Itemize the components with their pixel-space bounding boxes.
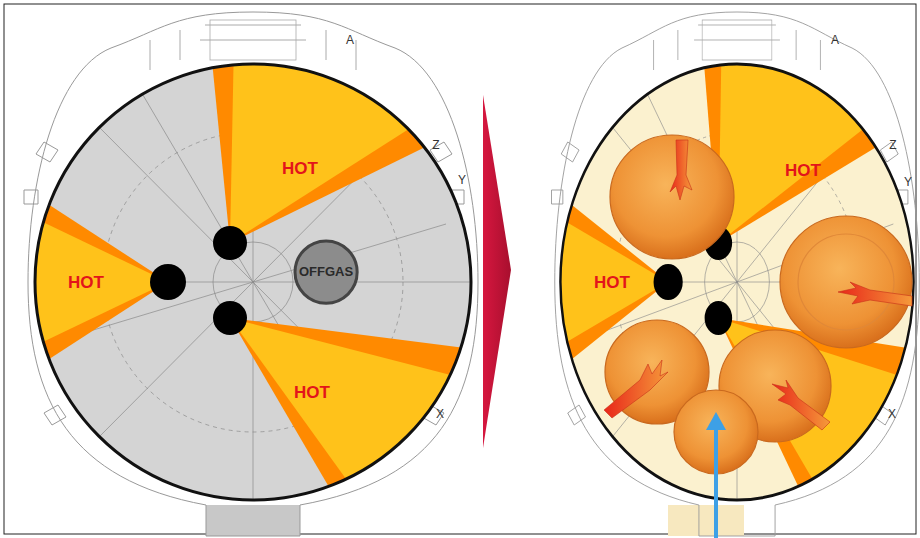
axis-label: Y — [458, 174, 466, 186]
axis-label: Z — [432, 139, 439, 151]
hot-label: HOT — [294, 384, 330, 401]
axis-label: A — [346, 34, 354, 46]
axis-label: X — [888, 408, 896, 420]
axis-label: Y — [904, 176, 912, 188]
axis-label: A — [831, 34, 839, 46]
offgas-circle: OFFGAS — [293, 239, 359, 305]
hot-label: HOT — [785, 162, 821, 179]
hot-zone: HOT — [68, 274, 104, 291]
hot-label: HOT — [594, 274, 630, 291]
hot-zone: HOT — [282, 160, 318, 177]
hot-zone: HOT — [594, 274, 630, 291]
hot-label: HOT — [282, 160, 318, 177]
axis-label: Z — [889, 139, 896, 151]
hot-zone: HOT — [294, 384, 330, 401]
hot-zone: HOT — [785, 162, 821, 179]
axis-label: X — [436, 408, 444, 420]
hot-label: HOT — [68, 274, 104, 291]
offgas-label: OFFGAS — [299, 265, 353, 278]
